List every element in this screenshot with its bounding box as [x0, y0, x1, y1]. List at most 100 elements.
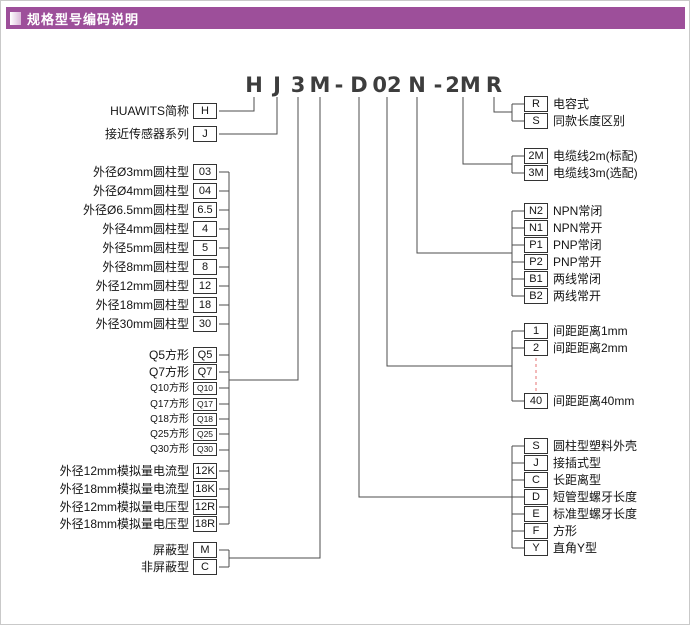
left-item-code: 12R: [193, 499, 217, 515]
left-item: 外径18mm圆柱型 18: [96, 297, 217, 313]
left-item-label: 外径8mm圆柱型: [102, 260, 189, 274]
right-item-code: B2: [524, 288, 548, 304]
left-item: 外径4mm圆柱型 4: [102, 221, 217, 237]
right-item-code: P2: [524, 254, 548, 270]
left-item-label: Q10方形: [150, 382, 189, 394]
left-item-code: 4: [193, 221, 217, 237]
right-item: 40 间距距离40mm: [524, 393, 634, 409]
model-code-part: 02: [372, 73, 402, 97]
left-item-code: 18: [193, 297, 217, 313]
left-item-code: 8: [193, 259, 217, 275]
right-item-code: 2M: [524, 148, 548, 164]
right-item-label: 直角Y型: [553, 541, 598, 555]
header-square-icon: [10, 11, 21, 25]
left-item-label: Q17方形: [150, 398, 189, 410]
left-item-label: Q7方形: [148, 365, 189, 379]
left-item-label: 外径12mm模拟量电流型: [59, 464, 189, 478]
left-item: 外径8mm圆柱型 8: [102, 259, 217, 275]
left-item-label: 外径18mm圆柱型: [95, 298, 189, 312]
left-item: 外径18mm模拟量电压型 18R: [60, 516, 217, 532]
left-item-label: HUAWITS简称: [110, 104, 189, 118]
left-item-code: 04: [193, 183, 217, 199]
left-item-code: 03: [193, 164, 217, 180]
left-item-label: Q25方形: [150, 428, 189, 440]
right-item-label: PNP常闭: [553, 238, 602, 252]
left-item-code: 18R: [193, 516, 217, 532]
model-code-part: 3: [290, 73, 306, 97]
left-item-code: H: [193, 103, 217, 119]
right-item-code: 40: [524, 393, 548, 409]
right-item-label: 接插式型: [553, 456, 602, 470]
left-item-label: Q5方形: [148, 348, 189, 362]
left-item-label: 外径18mm模拟量电流型: [59, 482, 189, 496]
right-item-label: NPN常开: [553, 221, 603, 235]
right-item-label: 两线常闭: [553, 272, 602, 286]
right-item-label: 标准型螺牙长度: [553, 507, 638, 521]
left-item-label: 外径Ø3mm圆柱型: [92, 165, 189, 179]
right-item-code: 2: [524, 340, 548, 356]
left-item: 外径Ø4mm圆柱型 04: [93, 183, 217, 199]
model-code-part: N: [408, 73, 426, 97]
left-item-code: Q30: [193, 443, 217, 456]
section-header: 规格型号编码说明: [6, 7, 685, 29]
right-item-code: F: [524, 523, 548, 539]
left-item-label: 外径12mm模拟量电压型: [59, 500, 189, 514]
right-item-label: 间距距离40mm: [553, 394, 635, 408]
right-item-label: 电缆线2m(标配): [553, 149, 638, 163]
right-item-code: P1: [524, 237, 548, 253]
left-item-code: Q18: [193, 413, 217, 426]
right-item-code: 1: [524, 323, 548, 339]
left-item-label: 屏蔽型: [152, 543, 189, 557]
right-item-code: J: [524, 455, 548, 471]
left-item: 外径Ø3mm圆柱型 03: [93, 164, 217, 180]
left-item: 屏蔽型 M: [153, 542, 217, 558]
left-item-code: Q7: [193, 364, 217, 380]
left-item-label: 外径30mm圆柱型: [95, 317, 189, 331]
left-item-label: Q18方形: [150, 413, 189, 425]
left-item-label: 外径18mm模拟量电压型: [59, 517, 189, 531]
left-item: HUAWITS简称 H: [110, 103, 217, 119]
model-code-part: 2M: [445, 73, 481, 97]
right-item: 2M 电缆线2m(标配): [524, 148, 638, 164]
left-item-code: J: [193, 126, 217, 142]
right-item: J 接插式型: [524, 455, 601, 471]
left-item: Q18方形 Q18: [150, 413, 217, 426]
right-item-code: Y: [524, 540, 548, 556]
left-item: Q7方形 Q7: [149, 364, 217, 380]
left-item-label: Q30方形: [150, 443, 189, 455]
left-item-code: 5: [193, 240, 217, 256]
left-item-code: C: [193, 559, 217, 575]
left-item-code: 12K: [193, 463, 217, 479]
left-item-code: Q5: [193, 347, 217, 363]
left-item-code: 12: [193, 278, 217, 294]
right-item: P1 PNP常闭: [524, 237, 602, 253]
model-code-part: M: [309, 73, 331, 97]
left-item: Q5方形 Q5: [149, 347, 217, 363]
right-item-code: N1: [524, 220, 548, 236]
left-item-code: M: [193, 542, 217, 558]
right-item-label: 圆柱型塑料外壳: [553, 439, 638, 453]
right-item-code: N2: [524, 203, 548, 219]
left-item-label: 外径Ø4mm圆柱型: [92, 184, 189, 198]
left-item-label: 外径4mm圆柱型: [102, 222, 189, 236]
